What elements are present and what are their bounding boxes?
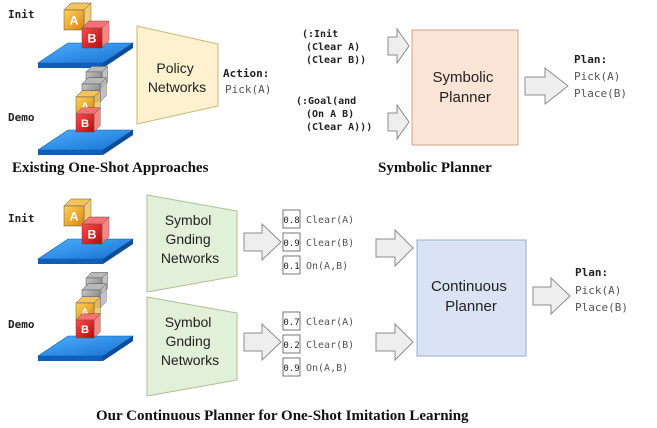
grounding-networks-box-demo [146, 296, 238, 397]
predicate-score: 0.8 [283, 216, 299, 226]
bottom-init-label: Init [8, 212, 35, 225]
symbolic-plan-label: Plan: [574, 53, 607, 66]
init-predicate-list: 0.8 Clear(A) 0.9 Clear(B) 0.1 On(A,B) [282, 209, 354, 275]
predicate-row: 0.7 Clear(A) [282, 311, 354, 331]
grounding-networks-label-demo: Symbol Gnding Networks [161, 314, 219, 368]
symbolic-plan-arrow [524, 66, 569, 106]
predicate-name: On(A,B) [306, 261, 348, 272]
table-side [103, 239, 133, 264]
bottom-demo-label: Demo [8, 318, 35, 331]
table-edge [38, 150, 103, 155]
block-letter: B [88, 227, 97, 241]
goal-to-planner-arrow [387, 103, 410, 141]
block-b: B [81, 20, 110, 49]
block-letter: A [70, 209, 79, 223]
demo-to-continuous-arrow [375, 322, 414, 362]
existing-approaches-title: Existing One-Shot Approaches [12, 160, 209, 176]
symbolic-planner-label: Symbolic Planner [432, 69, 497, 106]
predicate-score: 0.2 [283, 341, 299, 351]
predicate-name: Clear(A) [306, 215, 354, 226]
block-b: B [75, 107, 101, 133]
predicate-score: 0.1 [283, 262, 299, 272]
continuous-planner-box [416, 239, 527, 357]
demo-predicate-list: 0.7 Clear(A) 0.2 Clear(B) 0.9 On(A,B) [282, 311, 354, 377]
table-edge [38, 63, 103, 68]
score-box [282, 232, 301, 252]
goal-state-text: (:Goal(and (On A B) (Clear A))) [296, 96, 372, 133]
init-scene-icon: AB [37, 2, 134, 68]
continuous-plan-arrow [532, 276, 571, 316]
table-edge [38, 356, 103, 361]
block-letter: B [81, 324, 89, 336]
init-to-planner-arrow [387, 27, 410, 65]
demo-scene-icon: AB [37, 65, 134, 155]
table-side [103, 43, 133, 68]
block-b: B [81, 216, 110, 245]
score-box [282, 255, 301, 275]
predicate-row: 0.1 On(A,B) [282, 255, 348, 275]
action-label: Action: [223, 67, 269, 80]
symbolic-plan-step-2: Place(B) [574, 87, 627, 100]
table-side [103, 130, 133, 155]
continuous-plan-label: Plan: [575, 266, 608, 279]
score-box [282, 357, 301, 377]
symbolic-planner-box [411, 29, 519, 146]
score-box [282, 209, 301, 229]
init-scene-icon-bottom: AB [37, 198, 134, 264]
predicate-name: On(A,B) [306, 363, 348, 374]
policy-networks-box [136, 25, 219, 125]
continuous-planner-label: Continuous Planner [431, 278, 511, 315]
predicate-row: 0.9 Clear(B) [282, 232, 354, 252]
block-letter: A [70, 13, 79, 27]
predicate-name: Clear(B) [306, 340, 354, 351]
block-letter: A [81, 307, 89, 319]
table-edge [38, 259, 103, 264]
policy-networks-label: Policy Networks [148, 60, 206, 95]
init-grounding-arrow [243, 222, 282, 262]
init-state-text: (:Init (Clear A) (Clear B)) [302, 28, 366, 66]
score-box [282, 311, 301, 331]
block-letter: A [81, 101, 89, 113]
symbolic-planner-title: Symbolic Planner [378, 160, 492, 176]
action-value: Pick(A) [225, 83, 271, 96]
block-a: A [63, 2, 92, 31]
predicate-name: Clear(A) [306, 317, 354, 328]
demo-grounding-arrow [243, 322, 282, 362]
top-demo-label: Demo [8, 111, 35, 124]
demo-scene-icon-bottom: AB [37, 271, 134, 361]
predicate-score: 0.9 [283, 364, 299, 374]
predicate-name: Clear(B) [306, 238, 354, 249]
predicate-score: 0.7 [283, 318, 299, 328]
block-letter: B [88, 31, 97, 45]
table-side [103, 336, 133, 361]
predicate-score: 0.9 [283, 239, 299, 249]
block-b: B [75, 313, 101, 339]
continuous-plan-step-2: Place(B) [575, 301, 628, 314]
predicate-row: 0.2 Clear(B) [282, 334, 354, 354]
symbolic-plan-step-1: Pick(A) [574, 70, 620, 83]
top-init-label: Init [8, 8, 35, 21]
block-letter: B [81, 118, 89, 130]
grounding-networks-box-init [146, 194, 238, 293]
continuous-planner-title: Our Continuous Planner for One-Shot Imit… [96, 408, 469, 424]
init-to-continuous-arrow [375, 228, 414, 268]
grounding-networks-label-init: Symbol Gnding Networks [161, 212, 219, 266]
predicate-row: 0.8 Clear(A) [282, 209, 354, 229]
continuous-plan-step-1: Pick(A) [575, 284, 621, 297]
score-box [282, 334, 301, 354]
predicate-row: 0.9 On(A,B) [282, 357, 348, 377]
